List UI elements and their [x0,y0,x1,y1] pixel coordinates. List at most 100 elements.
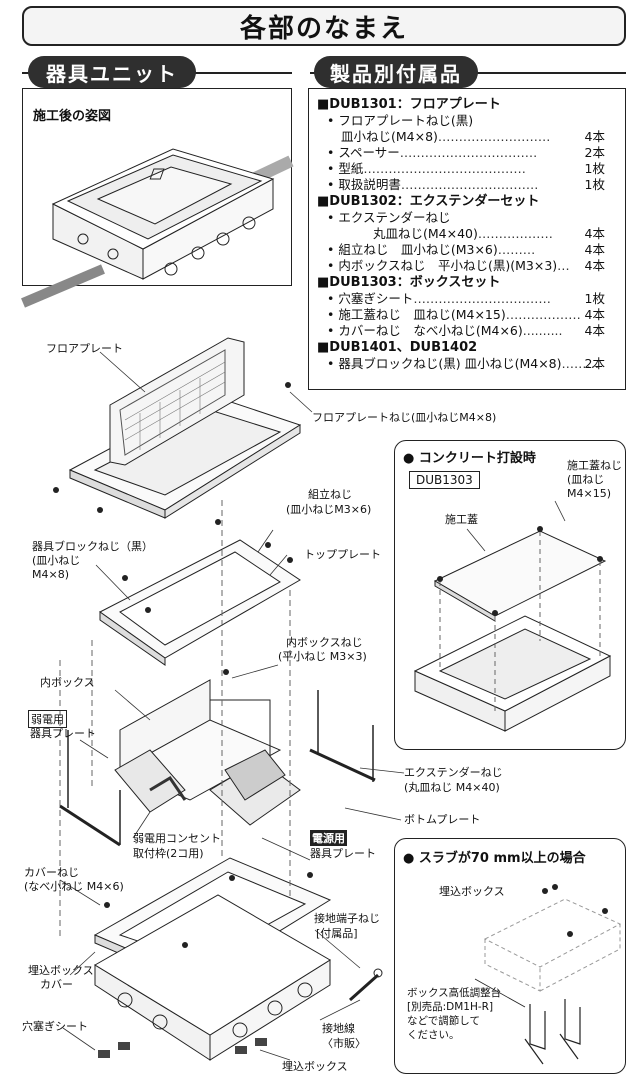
concrete-drawing [413,500,612,732]
label-ground-wire-2: 〈市販〉 [322,1037,366,1050]
concrete-title: ● コンクリート打設時 [403,451,536,466]
label-extender-screw-1: エクステンダーねじ [404,766,503,779]
accessory-item-name: • エクステンダーねじ [327,210,451,225]
installed-view-panel: 施工後の姿図 [21,88,294,308]
concrete-lid: 施工蓋 [445,513,478,526]
label-power-plate: 器具プレート [310,847,376,860]
accessory-item: • カバーねじ なべ小ねじ(M4×6)..........4本 [327,320,609,339]
accessory-item-qty: 4本 [584,258,605,273]
installed-caption: 施工後の姿図 [33,109,112,124]
label-hole-sheet: 穴塞ぎシート [22,1020,88,1033]
label-weak-tag: 弱電用 [28,710,67,728]
slab-panel: ● スラブが70 mm以上の場合 埋込ボックス ボックス高低調整台 [別売品:D… [394,838,626,1074]
accessory-item-name: • 穴塞ぎシート [327,291,414,306]
label-box-cover-2: カバー [40,978,73,991]
label-ground-wire-1: 接地線 [322,1022,355,1035]
accessory-item: • 内ボックスねじ 平小ねじ(黒)(M3×3)…4本 [327,255,609,274]
accessory-item-leader: ……………………… [437,129,551,144]
accessory-item-name: • 型紙 [327,161,364,176]
slab-title: ● スラブが70 mm以上の場合 [403,851,586,866]
slab-note-2: [別売品:DM1H-R] [407,1001,494,1013]
accessory-item-qty: 1枚 [584,291,605,306]
label-inner-box: 内ボックス [40,676,95,689]
accessory-item-name: • 施工蓋ねじ 皿ねじ(M4×15) [327,307,506,322]
weak-outlet-frame-drawing [114,749,187,813]
accessory-item-leader: ……………… [505,307,581,322]
page-title: 各部のなまえ [239,13,408,44]
concrete-lid-screw-2: (皿ねじ [567,473,605,486]
accessory-item-name: 皿小ねじ(M4×8) [341,129,438,144]
slab-drawing [474,884,622,1065]
accessory-item-qty: 1枚 [584,161,605,176]
label-floor-plate-screw: フロアプレートねじ(皿小ねじM4×8) [312,411,497,424]
concrete-model: DUB1303 [409,471,480,489]
section-header-accessories-label: 製品別付属品 [330,61,462,86]
accessory-item-leader: … [557,258,570,273]
label-block-screw-1: 器具ブロックねじ（黒） [32,540,153,553]
accessory-item-leader: …………………………… [413,291,551,306]
accessory-item: • 穴塞ぎシート…………………………… 1枚 [327,288,609,307]
accessory-item-leader: ……… [561,356,600,371]
label-ground-screw-2: [付属品] [316,927,358,940]
concrete-panel: ● コンクリート打設時 DUB1303 施工蓋ねじ (皿ねじ M4×15) 施工… [394,440,626,750]
floor-plate-drawing [68,337,302,519]
accessory-item: • 器具ブロックねじ(黒) 皿小ねじ(M4×8)………2本 [327,353,609,372]
accessory-group-title: ■DUB1302：エクステンダーセット [317,194,540,209]
label-extender-screw-2: (丸皿ねじ M4×40) [404,781,500,794]
label-weak-outlet-1: 弱電用コンセント [133,832,221,845]
accessory-item-qty: 2本 [584,145,605,160]
label-cover-screw-2: (なべ小ねじ M4×6) [24,880,124,893]
section-header-unit-label: 器具ユニット [46,61,178,86]
accessory-item: • スペーサー…………………………… 2本 [327,142,609,161]
label-assembly-screw-2: (皿小ねじM3×6) [286,503,372,516]
label-top-plate: トッププレート [304,548,381,561]
accessory-item-qty: 4本 [584,242,605,257]
accessory-item-qty: 4本 [584,226,605,241]
accessory-item-qty: 4本 [584,307,605,322]
concrete-lid-screw-1: 施工蓋ねじ [567,459,622,472]
accessory-item-qty: 1枚 [584,177,605,192]
slab-embed-box: 埋込ボックス [439,885,505,898]
section-header-unit: 器具ユニット [28,56,196,88]
concrete-lid-screw-3: M4×15) [567,487,611,500]
label-inner-box-screw-2: (平小ねじ M3×3) [278,650,367,663]
slab-note-3: などで調節して [407,1015,480,1027]
accessory-group-title: ■DUB1301：フロアプレート [317,97,501,112]
accessory-item-qty: 4本 [584,323,605,338]
label-block-screw-3: M4×8) [32,568,69,581]
label-assembly-screw-1: 組立ねじ [308,488,352,501]
accessory-item: • 取扱説明書……………………………1枚 [327,174,609,193]
accessory-item: 丸皿ねじ(M4×40)………………4本 [373,223,609,242]
slab-note-1: ボックス高低調整台 [407,987,502,999]
label-floor-plate: フロアプレート [46,342,123,355]
accessory-item-name: • 組立ねじ 皿小ねじ(M3×6) [327,242,498,257]
accessory-item-qty: 4本 [584,129,605,144]
label-power-tag: 電源用 [310,830,347,846]
power-plate-drawing [209,749,301,826]
top-plate-drawing [99,539,301,666]
label-bottom-plate: ボトムプレート [404,813,481,826]
accessory-group-title: ■DUB1401、DUB1402 [317,340,478,355]
accessory-item: 皿小ねじ(M4×8)……………………… 4本 [341,126,609,145]
accessory-item-leader: ……… [497,242,536,257]
accessory-item-qty: 2本 [584,356,605,371]
accessory-item-leader: .......... [522,323,563,338]
accessory-item: • 型紙…………………………………1枚 [327,158,609,177]
accessory-item-name: • スペーサー [327,145,400,160]
page-title-bar: 各部のなまえ [22,6,626,46]
label-embed-box: 埋込ボックス [282,1060,348,1073]
section-header-accessories: 製品別付属品 [314,56,478,88]
accessory-item: • フロアプレートねじ(黒) [327,110,609,129]
accessories-panel: ■DUB1301：フロアプレート• フロアプレートねじ(黒)皿小ねじ(M4×8)… [308,88,626,390]
accessory-item: • 施工蓋ねじ 皿ねじ(M4×15)………………4本 [327,304,609,323]
label-weak-outlet-2: 取付枠(2コ用) [133,847,204,860]
accessory-item-leader: …………………………… [399,145,538,160]
label-weak-plate: 器具プレート [30,727,96,740]
installed-view-drawing [21,148,294,308]
accessory-item-name: • 器具ブロックねじ(黒) 皿小ねじ(M4×8) [327,356,562,371]
label-block-screw-2: (皿小ねじ [32,554,81,567]
accessory-item: • エクステンダーねじ [327,207,609,226]
embed-box-drawing [94,894,331,1061]
accessory-item-leader: ……………… [477,226,553,241]
